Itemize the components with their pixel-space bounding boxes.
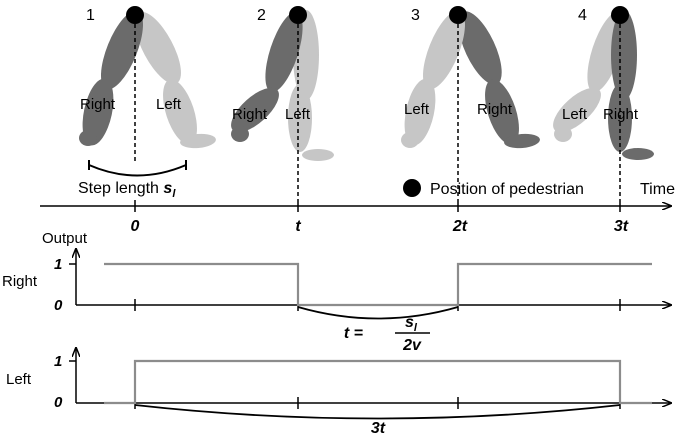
full-period-label: 3t: [371, 420, 386, 437]
leg-label: Left: [562, 106, 588, 123]
left-signal-label: Left: [6, 371, 32, 388]
pedestrian-frame-3: 3 Left Right: [401, 6, 540, 200]
legend-dot: [403, 179, 421, 197]
pedestrian-position-dot: [126, 6, 144, 24]
output-label: Output: [42, 230, 88, 247]
right-leg: [458, 11, 540, 149]
left-signal-plot: Left 1 0 3t: [6, 348, 671, 437]
leg-label: Right: [232, 106, 268, 123]
pedestrian-frame-1: 1 Right Left: [79, 6, 216, 164]
leg-label: Right: [603, 106, 639, 123]
formula-numerator: sl: [405, 314, 418, 334]
right-leg: [231, 11, 303, 142]
full-period-brace: [134, 404, 621, 420]
right-signal-label: Right: [2, 273, 38, 290]
step-length-bracket: Step length sl: [78, 160, 187, 200]
pedestrian-position-dot: [449, 6, 467, 24]
left-leg: [135, 11, 216, 149]
right-leg: [608, 10, 654, 160]
frame-number: 4: [578, 7, 587, 24]
leg-label: Left: [285, 106, 311, 123]
frame-number: 2: [257, 7, 266, 24]
frame-number: 1: [86, 7, 95, 24]
leg-label: Left: [156, 96, 182, 113]
legend: Position of pedestrian: [403, 179, 584, 198]
half-period-brace: [297, 306, 459, 320]
pedestrian-position-dot: [611, 6, 629, 24]
pedestrian-frame-4: 4 Left Right: [553, 6, 654, 200]
frame-number: 3: [411, 7, 420, 24]
legend-label: Position of pedestrian: [430, 181, 584, 198]
time-tick-label: 3t: [614, 218, 629, 235]
right-low-label: 0: [54, 297, 63, 314]
leg-label: Right: [80, 96, 116, 113]
right-high-label: 1: [54, 256, 62, 273]
time-tick-label: 0: [131, 218, 140, 235]
formula-denominator: 2v: [402, 337, 422, 354]
time-axis: Time 0 t 2t 3t: [40, 181, 675, 235]
pedestrian-frame-2: 2 Right Left: [231, 6, 334, 200]
time-axis-label: Time: [640, 181, 675, 198]
right-leg: [79, 10, 143, 146]
time-tick-label: 2t: [452, 218, 468, 235]
leg-label: Left: [404, 101, 430, 118]
left-high-label: 1: [54, 353, 62, 370]
time-tick-label: t: [295, 218, 301, 235]
left-leg: [401, 10, 465, 148]
pedestrian-position-dot: [289, 6, 307, 24]
right-signal-waveform: [104, 262, 652, 307]
left-signal-waveform: [104, 359, 652, 405]
left-low-label: 0: [54, 394, 63, 411]
right-signal-plot: Output Right 1 0 t = sl 2v: [2, 230, 671, 354]
step-length-label: Step length sl: [78, 180, 176, 200]
left-leg: [288, 10, 334, 161]
leg-label: Right: [477, 101, 513, 118]
formula-lhs: t =: [344, 325, 363, 342]
